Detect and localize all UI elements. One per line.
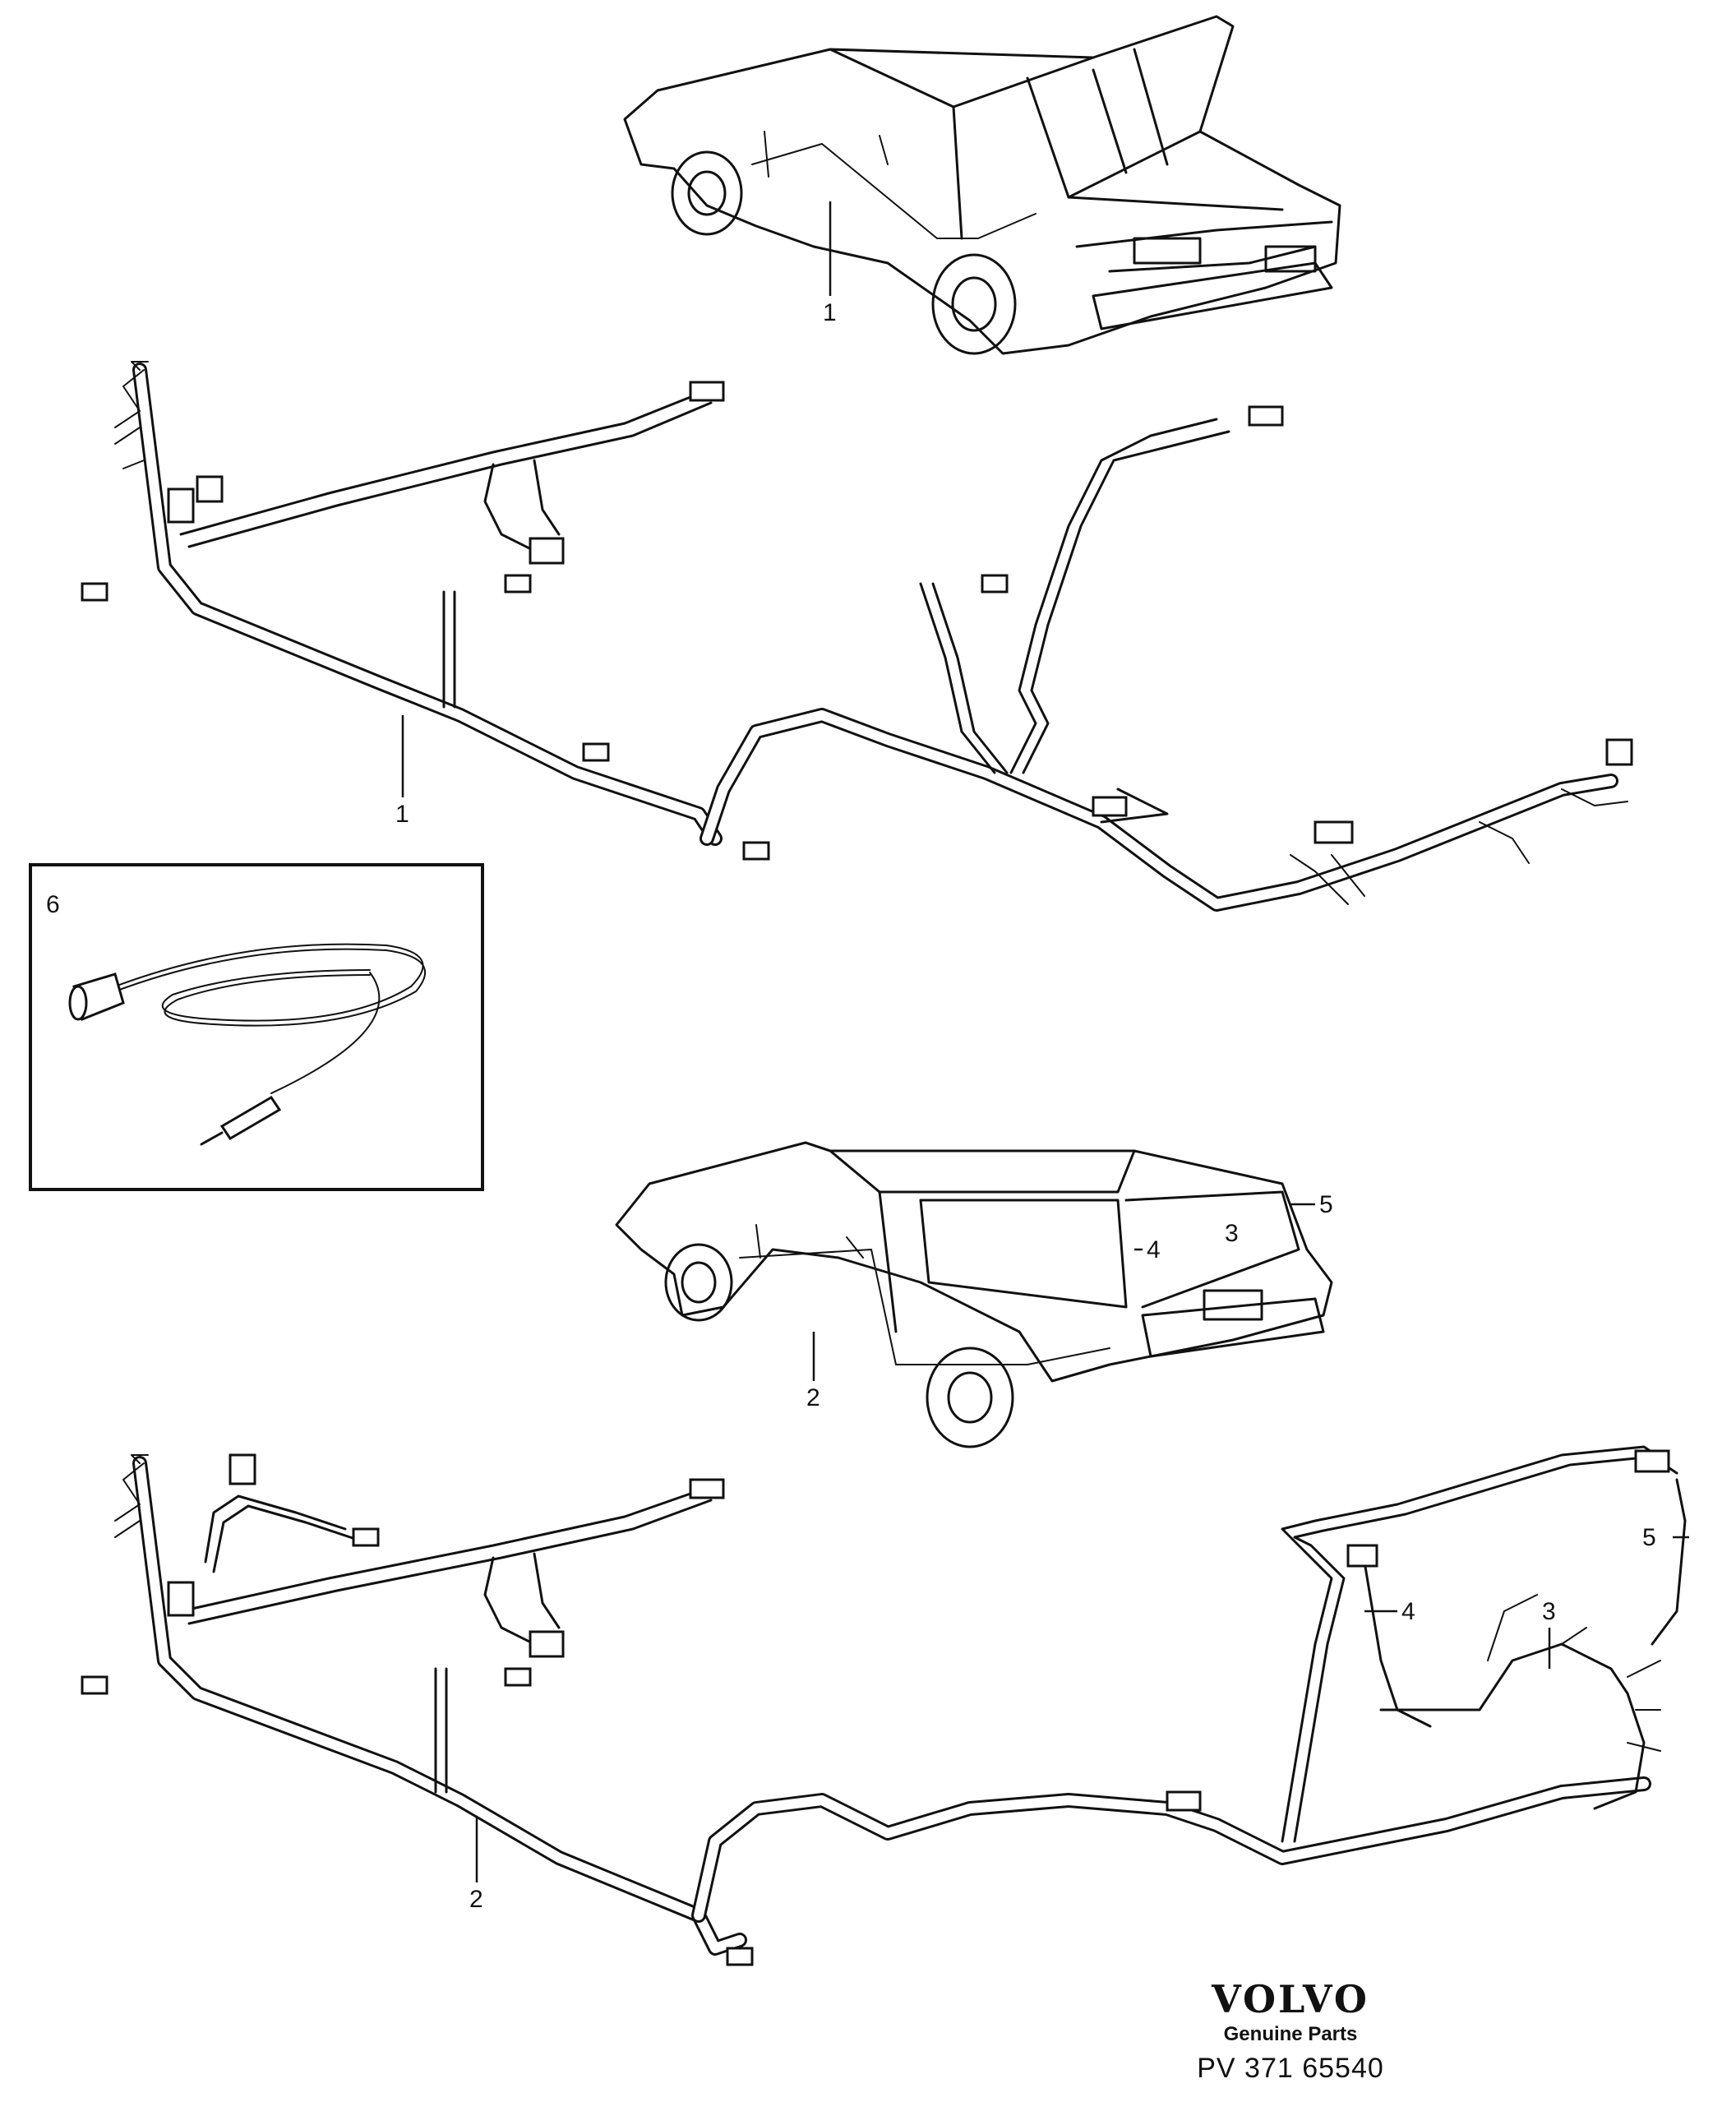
callout-4-harness: 4 <box>1401 1598 1415 1625</box>
callout-3-harness: 3 <box>1542 1598 1556 1625</box>
volvo-logo: VOLVO <box>1212 1977 1369 2021</box>
callout-1-harness: 1 <box>395 801 409 828</box>
harness-2: 2 4 3 5 <box>81 1445 1689 1966</box>
callout-1-sedan: 1 <box>823 299 837 326</box>
callout-2-wagon: 2 <box>806 1384 820 1411</box>
callout-5-wagon: 5 <box>1319 1191 1333 1218</box>
callout-3-wagon: 3 <box>1225 1220 1239 1247</box>
sedan-illustration: 1 <box>623 15 1341 355</box>
brand-block: VOLVO Genuine Parts PV 371 65540 <box>1184 1977 1397 2085</box>
wagon-illustration: 2 4 3 5 <box>615 1141 1333 1448</box>
callout-6: 6 <box>46 891 60 918</box>
part-code: PV 371 65540 <box>1197 2053 1384 2084</box>
callout-4-wagon: 4 <box>1147 1236 1161 1263</box>
harness-1: 1 <box>81 361 1633 912</box>
brand-subtitle: Genuine Parts <box>1223 2023 1358 2045</box>
inset-antenna-cable: 6 <box>29 863 484 1191</box>
callout-2-harness: 2 <box>469 1886 483 1913</box>
callout-5-harness: 5 <box>1642 1524 1656 1551</box>
